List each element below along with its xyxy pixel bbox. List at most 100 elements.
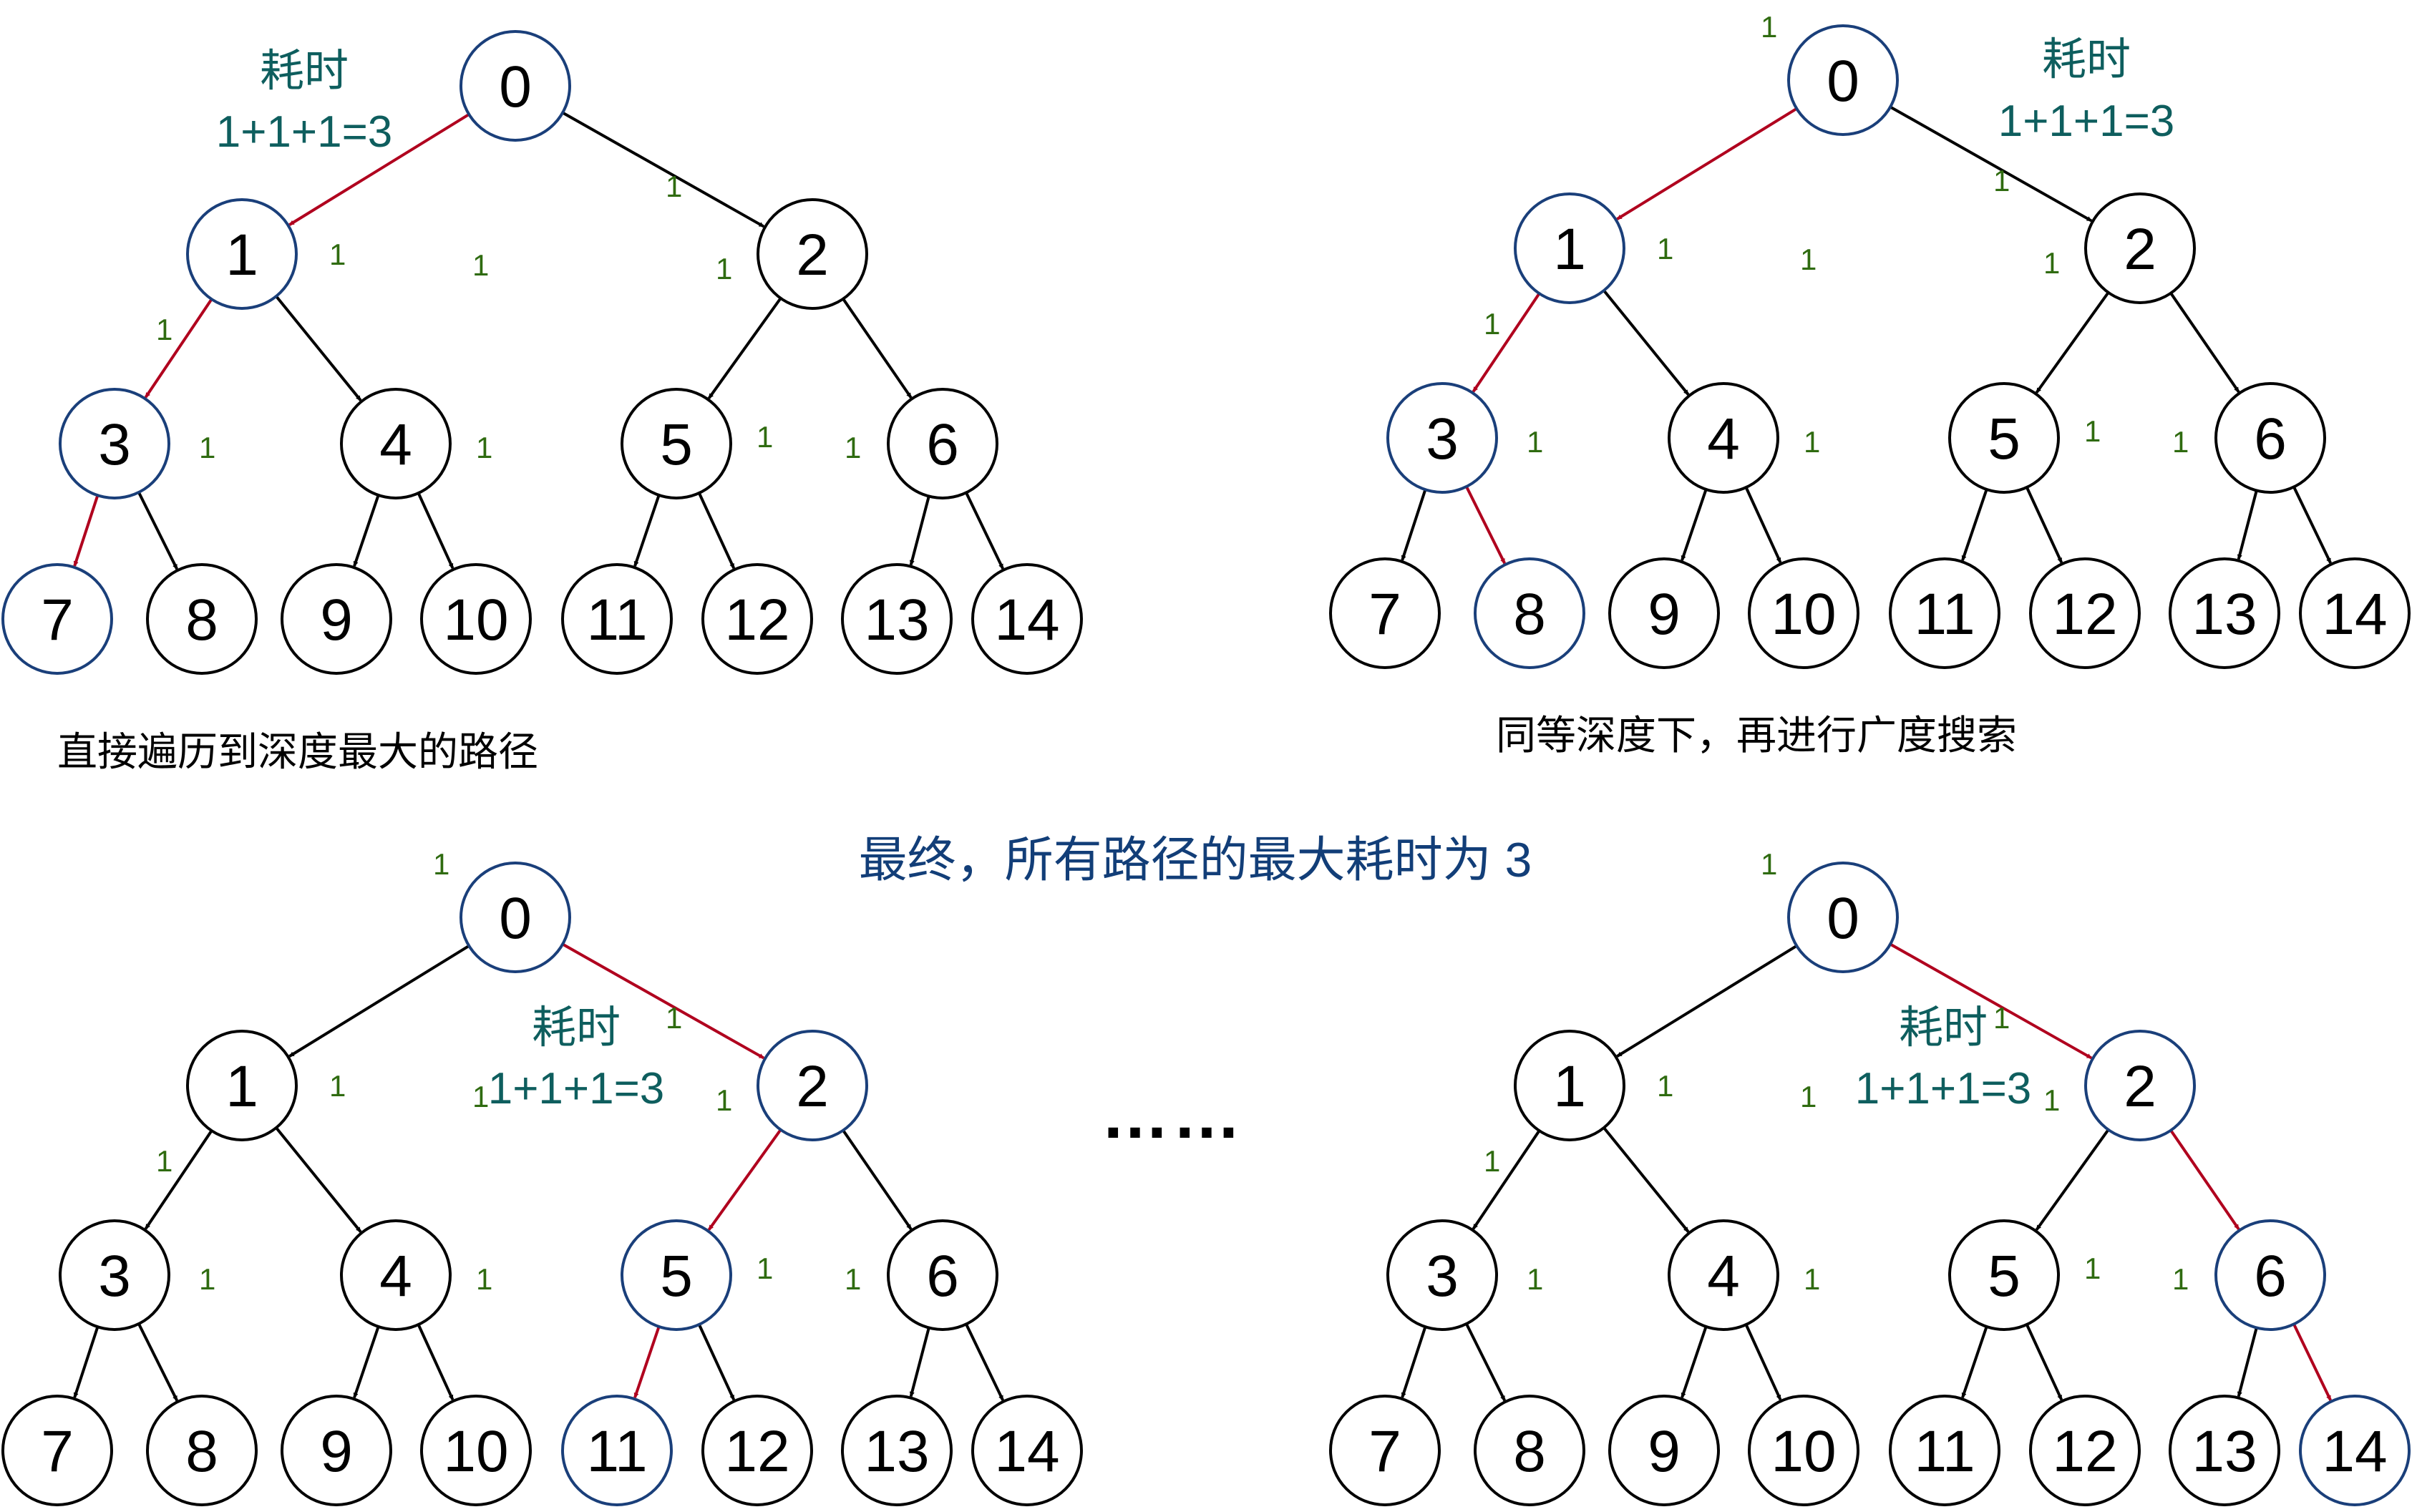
node-circle bbox=[2029, 557, 2141, 669]
tree-node-7: 7 bbox=[1329, 1395, 1441, 1506]
edge-0-2 bbox=[1890, 105, 2093, 223]
edge-weight-label: 1 bbox=[845, 1262, 861, 1296]
node-label: 11 bbox=[586, 587, 647, 653]
node-label: 3 bbox=[1426, 406, 1459, 472]
tree-node-3: 3 bbox=[1386, 382, 1498, 494]
node-circle bbox=[971, 563, 1083, 675]
node-circle bbox=[1668, 1219, 1779, 1331]
node-label: 0 bbox=[1827, 886, 1859, 951]
node-label: 14 bbox=[994, 1419, 1059, 1484]
node-label: 5 bbox=[660, 412, 693, 477]
edge-6-13 bbox=[2237, 1327, 2258, 1398]
cost-formula: 1+1+1=3 bbox=[488, 1064, 665, 1113]
edge-weight-label: 1 bbox=[1484, 307, 1500, 341]
tree-node-1: 1 bbox=[186, 1030, 298, 1141]
node-circle-highlighted bbox=[59, 388, 170, 499]
tree-node-4: 4 bbox=[1668, 1219, 1779, 1331]
tree-node-13: 13 bbox=[841, 1395, 953, 1506]
center-title: 最终，所有路径的最大耗时为 3 bbox=[859, 833, 1532, 887]
node-label: 2 bbox=[796, 1054, 829, 1119]
tree-node-8: 8 bbox=[1474, 557, 1585, 669]
edge-5-11 bbox=[1961, 1326, 1988, 1398]
tree-node-5: 5 bbox=[1948, 1219, 2060, 1331]
node-circle-highlighted bbox=[1386, 382, 1498, 494]
tree-node-14: 14 bbox=[2299, 1395, 2411, 1506]
node-label: 8 bbox=[185, 587, 218, 653]
edge-weight-label: 1 bbox=[2084, 414, 2101, 448]
edge-5-11-highlighted bbox=[633, 1326, 661, 1398]
node-label: 9 bbox=[320, 587, 353, 653]
node-circle bbox=[146, 563, 258, 675]
node-circle bbox=[1948, 382, 2060, 494]
node-label: 0 bbox=[1827, 49, 1859, 114]
edge-3-8 bbox=[137, 492, 179, 570]
edge-weight-label: 1 bbox=[472, 248, 489, 282]
tree-node-0: 0 bbox=[459, 862, 571, 973]
edge-weight-label: 1 bbox=[716, 1083, 732, 1117]
node-label: 5 bbox=[1988, 406, 2020, 472]
tree-node-9: 9 bbox=[281, 563, 392, 675]
edge-3-7-highlighted bbox=[73, 494, 99, 567]
tree-node-11: 11 bbox=[1889, 1395, 2000, 1506]
edge-weight-label: 1 bbox=[757, 1252, 773, 1285]
node-circle-highlighted bbox=[2214, 1219, 2326, 1331]
node-label: 12 bbox=[2052, 582, 2117, 647]
tree-node-6: 6 bbox=[2214, 1219, 2326, 1331]
node-circle-highlighted bbox=[1, 563, 113, 675]
tree-node-2: 2 bbox=[757, 198, 868, 310]
node-circle-highlighted bbox=[1474, 557, 1585, 669]
tree-node-9: 9 bbox=[1608, 1395, 1720, 1506]
edge-3-8 bbox=[137, 1323, 179, 1402]
tree-node-6: 6 bbox=[887, 1219, 998, 1331]
edge-2-6-highlighted bbox=[2169, 1129, 2240, 1230]
cost-label: 耗时 bbox=[1899, 1003, 1988, 1053]
node-label: 13 bbox=[864, 1419, 929, 1484]
node-circle bbox=[281, 563, 392, 675]
node-label: 13 bbox=[2192, 1419, 2257, 1484]
node-label: 12 bbox=[724, 1419, 789, 1484]
node-label: 9 bbox=[320, 1419, 353, 1484]
node-label: 11 bbox=[1914, 1419, 1975, 1484]
node-label: 3 bbox=[98, 1244, 131, 1309]
node-label: 7 bbox=[1368, 1419, 1401, 1484]
tree-node-8: 8 bbox=[146, 1395, 258, 1506]
node-circle bbox=[841, 563, 953, 675]
edge-5-11 bbox=[1961, 489, 1988, 561]
tree-node-14: 14 bbox=[2299, 557, 2411, 669]
edge-0-1 bbox=[288, 945, 470, 1058]
node-label: 1 bbox=[225, 1054, 258, 1119]
node-label: 0 bbox=[499, 886, 532, 951]
edge-weight-label: 1 bbox=[433, 847, 449, 881]
tree-node-4: 4 bbox=[340, 1219, 452, 1331]
cost-formula: 1+1+1=3 bbox=[216, 107, 393, 157]
node-circle-highlighted bbox=[757, 1030, 868, 1141]
node-label: 1 bbox=[1553, 1054, 1586, 1119]
node-label: 11 bbox=[1914, 582, 1975, 647]
tree-node-8: 8 bbox=[146, 563, 258, 675]
edge-weight-label: 1 bbox=[2172, 425, 2189, 459]
node-circle bbox=[561, 563, 673, 675]
edge-0-2 bbox=[562, 111, 765, 228]
edge-weight-label: 1 bbox=[845, 431, 861, 464]
node-label: 6 bbox=[926, 412, 959, 477]
node-label: 6 bbox=[2254, 406, 2287, 472]
edge-weight-label: 1 bbox=[476, 1262, 492, 1296]
edge-weight-label: 1 bbox=[757, 420, 773, 454]
tree-node-9: 9 bbox=[281, 1395, 392, 1506]
edge-2-5 bbox=[707, 297, 782, 399]
node-label: 3 bbox=[1426, 1244, 1459, 1309]
edge-weight-label: 1 bbox=[1657, 232, 1673, 265]
edge-5-12 bbox=[2026, 1324, 2063, 1401]
edge-4-10 bbox=[417, 492, 454, 569]
edge-3-7 bbox=[73, 1326, 99, 1398]
node-circle bbox=[887, 1219, 998, 1331]
node-circle bbox=[1948, 1219, 2060, 1331]
edge-1-4 bbox=[1603, 1126, 1690, 1233]
node-circle-highlighted bbox=[1787, 24, 1899, 136]
edge-2-6 bbox=[842, 298, 913, 399]
node-label: 2 bbox=[2124, 217, 2156, 282]
node-circle bbox=[340, 1219, 452, 1331]
edge-weight-label: 1 bbox=[476, 431, 492, 464]
